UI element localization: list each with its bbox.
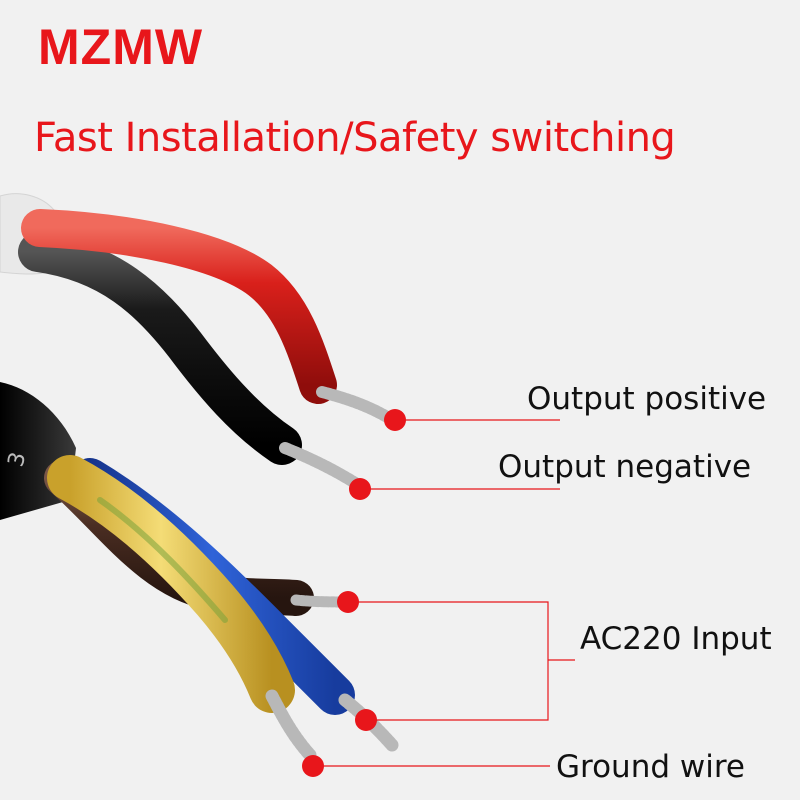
red-wire-strands xyxy=(316,386,398,426)
label-output-positive: Output positive xyxy=(527,381,767,417)
label-ground-wire: Ground wire xyxy=(556,749,745,785)
label-output-negative: Output negative xyxy=(498,449,752,485)
callout-bracket-ac-input xyxy=(348,601,549,721)
black-output-wire xyxy=(18,232,302,465)
brand-logo-text: MZMW xyxy=(38,19,204,75)
ground-wire-strands xyxy=(265,689,317,762)
ground-wire-body xyxy=(47,455,295,713)
red-output-wire xyxy=(21,209,337,404)
dot-output-negative xyxy=(349,478,371,500)
dot-brown-wire xyxy=(337,591,359,613)
ground-wire-stripe xyxy=(97,497,228,623)
headline: Fast Installation/Safety switching xyxy=(34,115,676,161)
dot-output-positive xyxy=(384,409,406,431)
dot-blue-wire xyxy=(355,709,377,731)
marker-dots xyxy=(302,409,406,777)
callout-lines xyxy=(313,419,575,767)
black-wire-strands xyxy=(279,442,366,492)
cable-print-text: 3 xyxy=(4,450,32,470)
dot-ground-wire xyxy=(302,755,324,777)
label-ac-input: AC220 Input xyxy=(580,621,772,657)
